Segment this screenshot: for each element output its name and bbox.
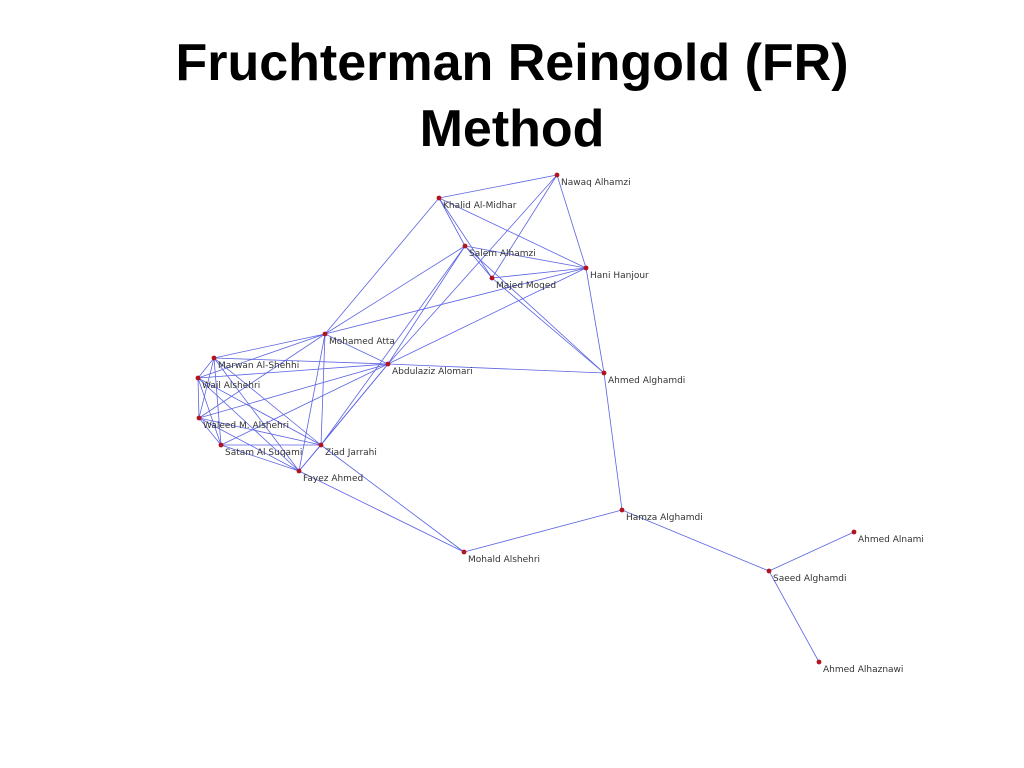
edge-ziad-jarrahi-to-mohald-alshehri [320,444,465,553]
edge-nawaq-alhamzi-to-hani-hanjour [556,174,587,269]
edge-hamza-alghamdi-to-saeed-alghamdi [621,509,770,572]
node-label-marwan-al-shehhi: Marwan Al-Shehhi [218,361,299,371]
node-ziad-jarrahi [318,442,324,448]
edge-khalid-al-midhar-to-hani-hanjour [438,197,587,269]
node-majed-moqed [489,275,495,281]
node-label-khalid-al-midhar: Khalid Al-Midhar [443,201,517,211]
edge-salem-alhamzi-to-hani-hanjour [464,245,587,269]
node-label-salem-alhamzi: Salem Alhamzi [469,249,536,259]
edge-waleed-m-alshehri-to-ziad-jarrahi [198,417,322,446]
edge-hani-hanjour-to-mohamed-atta [324,267,587,335]
edge-mohamed-atta-to-ziad-jarrahi [320,333,326,446]
node-nawaq-alhamzi [554,172,560,178]
graph-nodes [195,172,857,665]
edge-nawaq-alhamzi-to-khalid-al-midhar [438,174,558,199]
node-satam-al-suqami [218,442,224,448]
node-khalid-al-midhar [436,195,442,201]
node-label-ziad-jarrahi: Ziad Jarrahi [325,448,377,458]
edge-waleed-m-alshehri-to-satam-al-suqami [198,417,222,446]
edge-marwan-al-shehhi-to-satam-al-suqami [213,357,222,446]
edge-mohamed-atta-to-fayez-ahmed [298,333,326,472]
edge-salem-alhamzi-to-ziad-jarrahi [320,245,466,446]
edge-wail-alshehri-to-fayez-ahmed [197,377,300,472]
node-label-satam-al-suqami: Satam Al Suqami [225,448,302,458]
edge-marwan-al-shehhi-to-waleed-m-alshehri [198,357,215,419]
node-label-fayez-ahmed: Fayez Ahmed [303,474,363,484]
node-abdulaziz-alomari [385,361,391,367]
edge-mohamed-atta-to-marwan-al-shehhi [213,333,326,359]
node-salem-alhamzi [462,243,468,249]
node-mohald-alshehri [461,549,467,555]
edge-marwan-al-shehhi-to-ziad-jarrahi [213,357,322,446]
edge-nawaq-alhamzi-to-majed-moqed [491,174,558,279]
edge-hani-hanjour-to-abdulaziz-alomari [387,267,587,365]
edge-saeed-alghamdi-to-ahmed-alhaznawi [768,570,820,663]
node-wail-alshehri [195,375,201,381]
edge-satam-al-suqami-to-fayez-ahmed [220,444,300,472]
edge-hani-hanjour-to-majed-moqed [491,267,587,279]
edge-khalid-al-midhar-to-majed-moqed [438,197,493,279]
node-ahmed-alhaznawi [816,659,822,665]
node-label-saeed-alghamdi: Saeed Alghamdi [773,574,846,584]
edge-majed-moqed-to-ahmed-alghamdi [491,277,605,374]
node-label-majed-moqed: Majed Moqed [496,281,556,291]
edge-hani-hanjour-to-ahmed-alghamdi [585,267,605,374]
edge-abdulaziz-alomari-to-ahmed-alghamdi [387,363,605,374]
node-saeed-alghamdi [766,568,772,574]
edge-ziad-jarrahi-to-fayez-ahmed [298,444,322,472]
edge-khalid-al-midhar-to-salem-alhamzi [438,197,466,247]
node-label-mohald-alshehri: Mohald Alshehri [468,555,540,565]
edge-waleed-m-alshehri-to-fayez-ahmed [198,417,300,472]
graph-edges [197,174,855,663]
edge-mohamed-atta-to-waleed-m-alshehri [198,333,326,419]
edge-abdulaziz-alomari-to-marwan-al-shehhi [213,357,389,365]
node-label-ahmed-alghamdi: Ahmed Alghamdi [608,376,685,386]
edge-mohamed-atta-to-wail-alshehri [197,333,326,379]
edge-salem-alhamzi-to-majed-moqed [464,245,493,279]
node-label-mohamed-atta: Mohamed Atta [329,337,395,347]
edge-wail-alshehri-to-waleed-m-alshehri [197,377,200,419]
edge-abdulaziz-alomari-to-satam-al-suqami [220,363,389,446]
edge-marwan-al-shehhi-to-wail-alshehri [197,357,215,379]
node-ahmed-alghamdi [601,370,607,376]
node-hani-hanjour [583,265,589,271]
edge-mohamed-atta-to-abdulaziz-alomari [324,333,389,365]
node-ahmed-alnami [851,529,857,535]
node-waleed-m-alshehri [196,415,202,421]
node-mohamed-atta [322,331,328,337]
edge-salem-alhamzi-to-ahmed-alghamdi [464,245,605,374]
node-label-wail-alshehri: Wail Alshehri [202,381,260,391]
node-marwan-al-shehhi [211,355,217,361]
edge-wail-alshehri-to-ziad-jarrahi [197,377,322,446]
node-fayez-ahmed [296,468,302,474]
node-label-hani-hanjour: Hani Hanjour [590,271,649,281]
edge-abdulaziz-alomari-to-waleed-m-alshehri [198,363,389,419]
node-label-nawaq-alhamzi: Nawaq Alhamzi [561,178,631,188]
node-label-abdulaziz-alomari: Abdulaziz Alomari [392,367,473,377]
slide-title: Fruchterman Reingold (FR) Method [175,34,849,158]
node-label-ahmed-alnami: Ahmed Alnami [858,535,924,545]
edge-salem-alhamzi-to-mohamed-atta [324,245,466,335]
edge-ahmed-alghamdi-to-hamza-alghamdi [603,372,623,511]
edge-marwan-al-shehhi-to-fayez-ahmed [213,357,300,472]
edge-salem-alhamzi-to-abdulaziz-alomari [387,245,466,365]
node-label-ahmed-alhaznawi: Ahmed Alhaznawi [823,665,903,675]
node-hamza-alghamdi [619,507,625,513]
node-label-hamza-alghamdi: Hamza Alghamdi [626,513,703,523]
edge-wail-alshehri-to-satam-al-suqami [197,377,222,446]
edge-abdulaziz-alomari-to-wail-alshehri [197,363,389,379]
edge-saeed-alghamdi-to-ahmed-alnami [768,531,855,572]
edge-hamza-alghamdi-to-mohald-alshehri [463,509,623,553]
edge-khalid-al-midhar-to-mohamed-atta [324,197,440,335]
node-label-waleed-m-alshehri: Waleed M. Alshehri [203,421,289,431]
edge-nawaq-alhamzi-to-abdulaziz-alomari [387,174,558,365]
edge-fayez-ahmed-to-mohald-alshehri [298,470,465,553]
